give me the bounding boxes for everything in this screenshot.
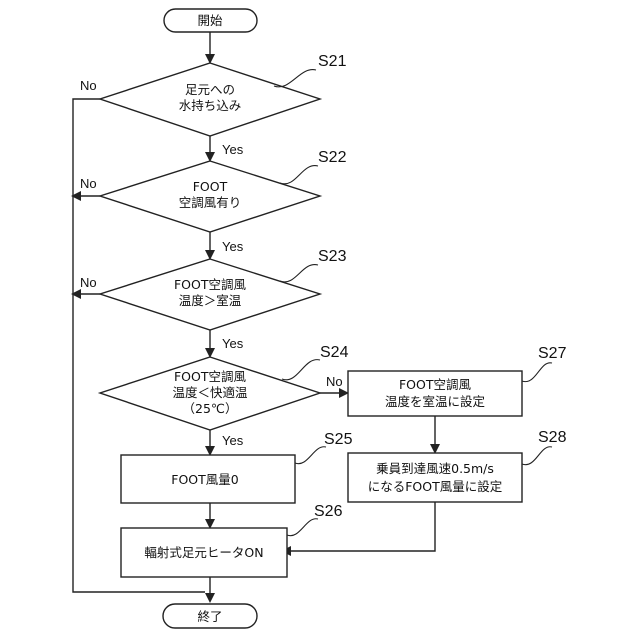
yes-label: Yes xyxy=(222,336,244,351)
process-s28-line-1: 乗員到達風速0.5m/s xyxy=(376,461,494,476)
process-s25: FOOT風量0 xyxy=(121,455,295,503)
decision-s23: FOOT空調風 温度＞室温 xyxy=(100,259,320,330)
process-s27: FOOT空調風 温度を室温に設定 xyxy=(348,371,522,416)
process-s25-label: FOOT風量0 xyxy=(171,472,239,487)
start-terminal: 開始 xyxy=(164,9,257,32)
arrowheads xyxy=(71,54,440,603)
process-s27-line-2: 温度を室温に設定 xyxy=(385,394,485,409)
decision-s22-line-1: FOOT xyxy=(193,179,228,194)
process-s26-label: 輻射式足元ヒータON xyxy=(144,545,263,560)
step-label-s25: S25 xyxy=(324,431,353,448)
arrowhead xyxy=(205,593,215,603)
end-terminal: 終了 xyxy=(163,604,257,628)
no-label: No xyxy=(326,374,343,389)
leader-s21 xyxy=(274,70,316,87)
leader-s23 xyxy=(280,265,318,282)
decision-s24-line-2: 温度＜快適温 xyxy=(172,385,248,400)
leader-s25 xyxy=(295,447,326,464)
decision-s21: 足元への 水持ち込み xyxy=(100,63,320,136)
leader-s24 xyxy=(282,360,320,380)
leader-s22 xyxy=(280,166,318,184)
decision-s23-line-2: 温度＞室温 xyxy=(179,293,242,308)
process-s26: 輻射式足元ヒータON xyxy=(121,528,287,577)
yes-label: Yes xyxy=(222,142,244,157)
decision-s21-line-2: 水持ち込み xyxy=(179,98,242,113)
no-label: No xyxy=(80,78,97,93)
no-label: No xyxy=(80,176,97,191)
start-label: 開始 xyxy=(197,13,223,28)
end-label: 終了 xyxy=(197,609,222,624)
decision-s23-line-1: FOOT空調風 xyxy=(174,277,247,292)
leader-s27 xyxy=(522,363,552,382)
decision-s24-line-3: （25℃） xyxy=(183,401,238,416)
step-label-s21: S21 xyxy=(318,53,347,70)
process-s28-line-2: になるFOOT風量に設定 xyxy=(368,479,503,494)
step-label-s26: S26 xyxy=(314,503,343,520)
edge-s28-s26 xyxy=(288,502,435,551)
leader-s28 xyxy=(522,447,552,465)
decision-s21-line-1: 足元への xyxy=(185,82,235,97)
step-label-s24: S24 xyxy=(320,344,349,361)
process-s27-line-1: FOOT空調風 xyxy=(399,377,472,392)
yes-label: Yes xyxy=(222,239,244,254)
step-label-s23: S23 xyxy=(318,248,347,265)
no-label: No xyxy=(80,275,97,290)
yes-label: Yes xyxy=(222,433,244,448)
process-s28: 乗員到達風速0.5m/s になるFOOT風量に設定 xyxy=(348,453,522,502)
step-label-s28: S28 xyxy=(538,429,567,446)
decision-s22-line-2: 空調風有り xyxy=(179,195,242,210)
decision-s24: FOOT空調風 温度＜快適温 （25℃） xyxy=(100,357,320,430)
decision-s22: FOOT 空調風有り xyxy=(100,161,320,232)
step-label-s27: S27 xyxy=(538,345,567,362)
step-label-s22: S22 xyxy=(318,149,347,166)
decision-s24-line-1: FOOT空調風 xyxy=(174,369,247,384)
leader-s26 xyxy=(287,519,318,536)
